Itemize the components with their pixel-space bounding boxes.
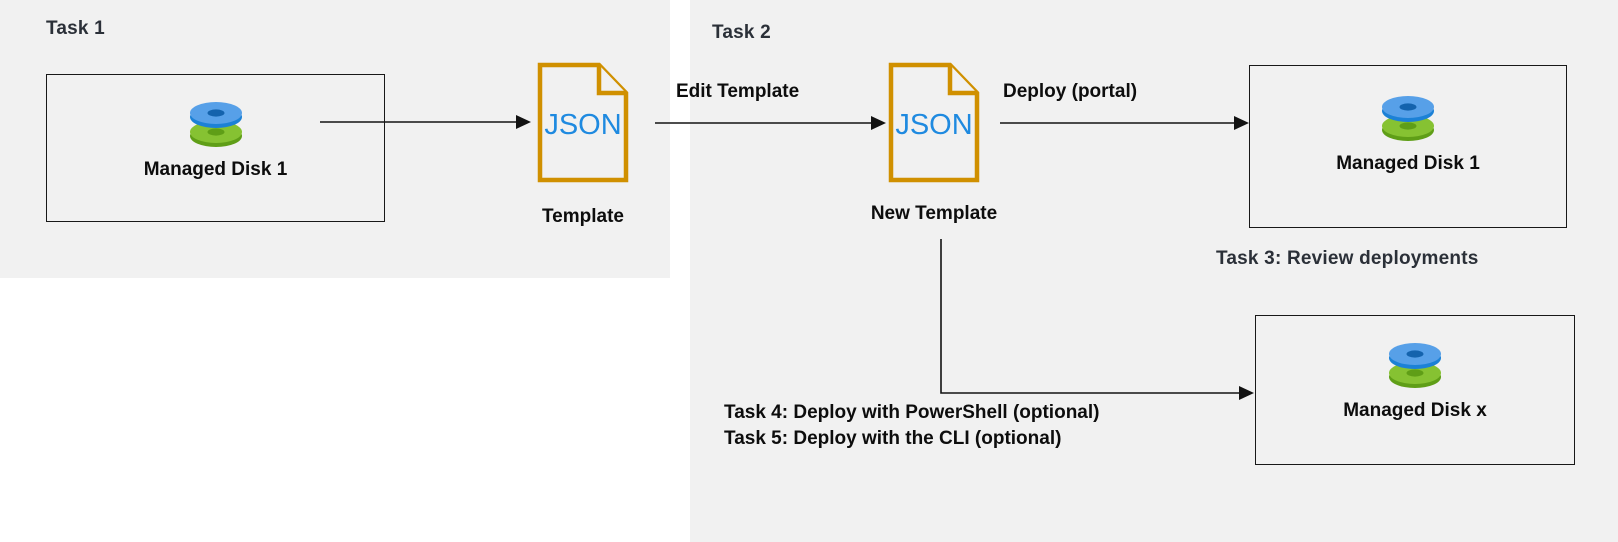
new-template-json-document: JSON	[888, 62, 980, 188]
task-2-label: Task 2	[712, 22, 771, 43]
connector-deploy-portal	[1000, 116, 1249, 130]
managed-disk-icon	[1384, 335, 1446, 396]
connector-disk-to-template	[320, 115, 531, 129]
managed-disk-1-right-box: Managed Disk 1	[1249, 65, 1567, 228]
managed-disk-1-left-box: Managed Disk 1	[46, 74, 385, 222]
json-doc-text: JSON	[544, 109, 621, 141]
connector-new-template-to-disk-x	[940, 239, 1254, 400]
task-3-label: Task 3: Review deployments	[1216, 248, 1479, 269]
managed-disk-icon	[1377, 88, 1439, 149]
template-json-document: JSON	[537, 62, 629, 188]
task-1-label: Task 1	[46, 18, 105, 39]
deploy-portal-label: Deploy (portal)	[1003, 81, 1138, 102]
managed-disk-icon	[185, 94, 247, 155]
json-doc-text: JSON	[895, 109, 972, 141]
task-4-label: Task 4: Deploy with PowerShell (optional…	[724, 402, 1100, 423]
task-5-label: Task 5: Deploy with the CLI (optional)	[724, 428, 1062, 449]
template-caption: Template	[541, 206, 624, 227]
json-document-icon: JSON	[888, 62, 980, 183]
edit-template-label: Edit Template	[676, 81, 800, 102]
connector-edit-template	[655, 116, 886, 130]
task-2-panel	[690, 0, 1618, 542]
managed-disk-1-left-caption: Managed Disk 1	[143, 159, 288, 180]
managed-disk-x-box: Managed Disk x	[1255, 315, 1575, 465]
task-4-5-annotations: Task 4: Deploy with PowerShell (optional…	[724, 400, 1099, 452]
managed-disk-x-caption: Managed Disk x	[1343, 400, 1487, 421]
new-template-caption: New Template	[870, 203, 998, 224]
json-document-icon: JSON	[537, 62, 629, 183]
managed-disk-1-right-caption: Managed Disk 1	[1336, 153, 1480, 174]
